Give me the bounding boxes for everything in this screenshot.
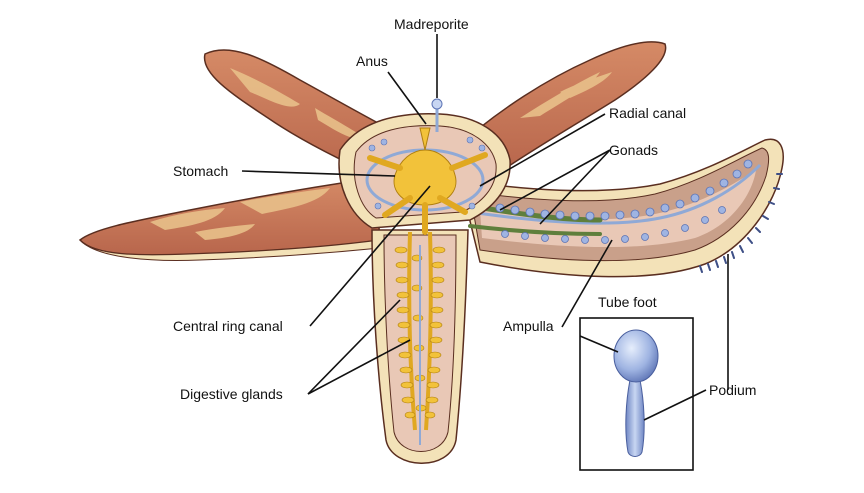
label-podium: Podium	[709, 382, 757, 398]
label-central-ring-canal: Central ring canal	[173, 318, 283, 334]
leader-inset-podium	[643, 389, 707, 421]
label-digestive-glands: Digestive glands	[180, 386, 283, 402]
tube-foot-inset	[579, 317, 707, 471]
tube-foot-stalk	[625, 379, 645, 457]
label-gonads: Gonads	[609, 142, 659, 158]
central-disc	[338, 98, 511, 235]
label-stomach: Stomach	[173, 163, 229, 179]
leader-digestive-glands-1	[307, 299, 401, 395]
leader-gonads-1	[499, 149, 611, 211]
leader-ampulla	[561, 239, 613, 328]
tube-foot-bulb	[613, 329, 659, 383]
leader-digestive-glands-2	[307, 339, 411, 395]
leader-radial-canal	[479, 113, 606, 187]
inset-title: Tube foot	[598, 294, 657, 310]
arm-right-cutaway	[459, 138, 784, 278]
leader-inset-ampulla	[579, 335, 619, 353]
arm-left	[78, 177, 381, 261]
label-radial-canal: Radial canal	[609, 105, 687, 121]
leader-lines	[241, 34, 729, 395]
leader-stomach	[241, 170, 396, 177]
arm-upper-right	[463, 41, 667, 173]
leader-anus	[387, 71, 427, 125]
leader-central-ring-canal	[309, 185, 431, 327]
leader-gonads-2	[539, 149, 611, 225]
label-anus: Anus	[356, 53, 388, 69]
arm-bottom-cutaway	[371, 229, 469, 464]
label-madreporite: Madreporite	[394, 16, 469, 32]
label-ampulla: Ampulla	[503, 318, 554, 334]
